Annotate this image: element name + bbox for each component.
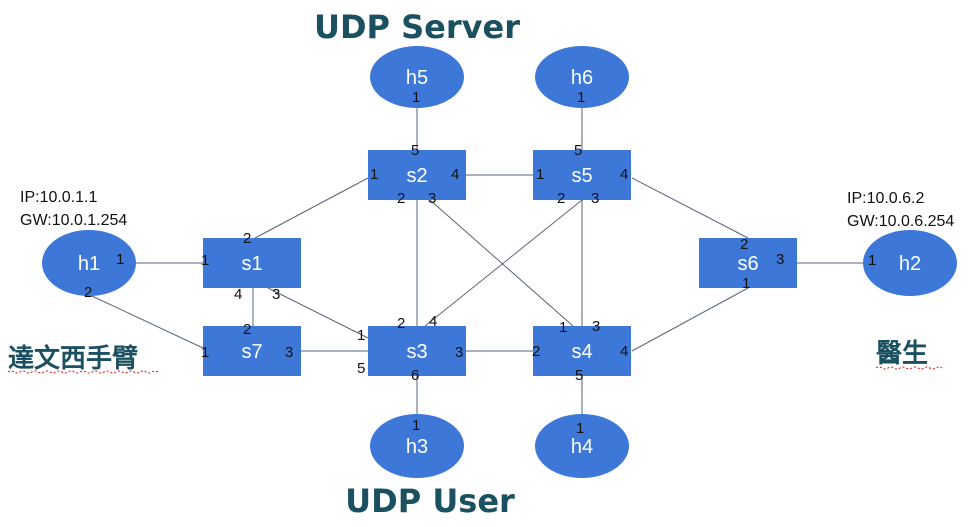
- host-h6-oval[interactable]: [535, 46, 629, 108]
- port-label: 2: [243, 321, 251, 338]
- host-h4-label: h4: [571, 436, 593, 458]
- switch-s6-label: s6: [737, 253, 758, 275]
- port-label: 1: [412, 417, 420, 434]
- port-label: 3: [285, 344, 293, 361]
- link-s1-s3: [267, 287, 369, 339]
- port-label: 2: [397, 190, 405, 207]
- h1-ip-text: IP:10.0.1.1: [20, 189, 97, 206]
- host-h5-label: h5: [406, 67, 428, 89]
- port-label: 2: [740, 236, 748, 253]
- h2-ip-text: IP:10.0.6.2: [847, 190, 924, 207]
- switch-s7[interactable]: s7: [203, 326, 301, 376]
- switch-s7-label: s7: [241, 341, 262, 363]
- switch-s1-box[interactable]: [203, 238, 301, 288]
- link-s1-s2: [254, 177, 369, 239]
- port-label: 3: [592, 318, 600, 335]
- switch-s4-label: s4: [571, 341, 592, 363]
- host-h5-oval[interactable]: [370, 46, 464, 108]
- davinci-arm-label: 達文西手臂: [8, 343, 138, 374]
- h1-gw-text: GW:10.0.1.254: [20, 212, 127, 229]
- host-h1[interactable]: h1: [42, 230, 136, 296]
- doctor-label: 醫生: [876, 339, 928, 369]
- host-h5[interactable]: h5: [370, 46, 464, 108]
- port-label: 1: [201, 344, 209, 361]
- host-h3[interactable]: h3: [370, 414, 464, 478]
- port-label: 1: [559, 319, 567, 336]
- port-label: 1: [357, 327, 365, 344]
- link-s5-s6: [631, 177, 749, 239]
- switch-s2-box[interactable]: [368, 150, 466, 200]
- port-label: 1: [868, 252, 876, 269]
- port-label: 4: [429, 313, 437, 330]
- h2-gw-text: GW:10.0.6.254: [847, 213, 954, 230]
- port-label: 3: [428, 190, 436, 207]
- port-label: 1: [412, 89, 420, 106]
- switch-s2-label: s2: [406, 165, 427, 187]
- port-label: 2: [84, 284, 92, 301]
- switch-s4-box[interactable]: [533, 326, 631, 376]
- host-h4[interactable]: h4: [535, 414, 629, 478]
- port-label: 3: [272, 286, 280, 303]
- port-label: 1: [576, 420, 584, 437]
- port-label: 2: [557, 190, 565, 207]
- port-label: 2: [243, 230, 251, 247]
- switch-s6-box[interactable]: [699, 238, 797, 288]
- port-label: 5: [575, 367, 583, 384]
- link-h1-s7: [91, 295, 204, 349]
- udp-server-title: UDP Server: [314, 8, 520, 46]
- port-label: 4: [451, 166, 459, 183]
- port-label: 4: [234, 286, 242, 303]
- host-h2-label: h2: [899, 253, 921, 275]
- link-s5-s3: [424, 199, 583, 327]
- host-h3-label: h3: [406, 436, 428, 458]
- switch-s2[interactable]: s2: [368, 150, 466, 200]
- port-label: 3: [591, 190, 599, 207]
- link-s4-s6: [631, 287, 749, 352]
- port-label: 4: [620, 343, 628, 360]
- port-label: 1: [577, 89, 585, 106]
- port-label: 4: [620, 166, 628, 183]
- switch-s3-box[interactable]: [368, 326, 466, 376]
- link-s2-s4: [429, 199, 574, 327]
- host-h6-label: h6: [571, 67, 593, 89]
- port-label: 5: [411, 142, 419, 159]
- switch-s1-label: s1: [241, 253, 262, 275]
- switch-s5[interactable]: s5: [533, 150, 631, 200]
- port-label: 1: [536, 166, 544, 183]
- port-label: 6: [411, 367, 419, 384]
- host-h4-oval[interactable]: [535, 414, 629, 478]
- port-label: 2: [532, 343, 540, 360]
- port-label: 3: [776, 251, 784, 268]
- host-h1-label: h1: [78, 253, 100, 275]
- switch-s3[interactable]: s3: [368, 326, 466, 376]
- switch-s1[interactable]: s1: [203, 238, 301, 288]
- switch-s5-box[interactable]: [533, 150, 631, 200]
- switch-s5-label: s5: [571, 165, 592, 187]
- switch-s7-box[interactable]: [203, 326, 301, 376]
- port-label: 1: [201, 252, 209, 269]
- port-label: 1: [370, 166, 378, 183]
- switch-s6[interactable]: s6: [699, 238, 797, 288]
- host-h3-oval[interactable]: [370, 414, 464, 478]
- spellcheck-underline: [7, 370, 159, 374]
- links: [91, 108, 864, 414]
- switch-s3-label: s3: [406, 341, 427, 363]
- host-h2[interactable]: h2: [863, 230, 957, 296]
- port-label: 1: [742, 275, 750, 292]
- port-label: 3: [455, 344, 463, 361]
- port-label: 1: [116, 251, 124, 268]
- host-h6[interactable]: h6: [535, 46, 629, 108]
- port-labels: 1 1 2 3 4 2 1 2 3 1 5 1 4 2 3 1 5 1 4 2 …: [84, 89, 876, 437]
- host-h2-oval[interactable]: [863, 230, 957, 296]
- port-label: 5: [574, 142, 582, 159]
- switch-s4[interactable]: s4: [533, 326, 631, 376]
- udp-user-title: UDP User: [345, 482, 515, 520]
- port-label: 2: [397, 315, 405, 332]
- port-label: 5: [357, 360, 365, 377]
- spellcheck-underline: [875, 366, 943, 370]
- host-h1-oval[interactable]: [42, 230, 136, 296]
